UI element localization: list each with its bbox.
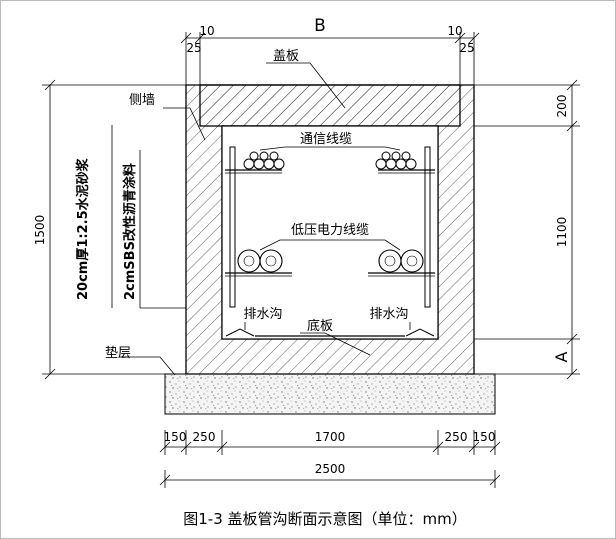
support-post-left [229,146,236,308]
dim-bottom-total: 2500 [315,462,346,476]
cover-plate [199,84,461,127]
drain-ditch-left [225,328,255,337]
dim-bottom-250-right: 250 [445,430,468,444]
dim-bottom-1700: 1700 [315,430,346,444]
label-cover-plate: 盖板 [273,49,299,64]
dim-top-left-10: 10 [199,24,214,38]
power-cables-left [237,249,283,273]
dim-top-left-25: 25 [186,41,201,55]
label-mortar-layer: 20cm厚1:2.5水泥砂浆 [75,157,91,300]
dim-bottom-150-right: 150 [473,430,496,444]
comm-cables-left [243,151,285,170]
drain-ditch-right [405,328,435,337]
label-drain-right: 排水沟 [369,307,408,322]
left-dimension [42,79,186,380]
dim-right-1100: 1100 [555,217,569,248]
comm-cables-right [375,151,417,170]
label-cushion: 垫层 [105,345,131,361]
figure-caption: 图1-3 盖板管沟断面示意图（单位：mm） [183,510,467,528]
top-dimension [180,32,480,85]
top-letter-b: B [314,16,326,36]
dim-top-right-25: 25 [459,41,474,55]
dim-height-total: 1500 [33,215,47,246]
dim-bottom-150-left: 150 [164,430,187,444]
leader-lines [111,62,411,376]
label-bottom-plate: 底板 [307,318,333,334]
dim-top-right-10: 10 [447,24,462,38]
label-comm-cable: 通信线缆 [300,131,352,147]
label-side-wall: 侧墙 [129,93,155,108]
right-dimension [474,79,580,380]
label-power-cable: 低压电力线缆 [291,222,369,238]
bottom-dimension [159,430,501,488]
power-cables-right [378,249,424,273]
support-post-right [424,146,431,308]
dim-right-200: 200 [555,95,569,118]
label-sbs-layer: 2cmSBS改性沥青涂料 [122,163,138,300]
section-mark-a: A [552,351,571,362]
label-drain-left: 排水沟 [243,307,282,322]
dim-bottom-250-left: 250 [193,430,216,444]
cushion-layer [164,373,496,415]
